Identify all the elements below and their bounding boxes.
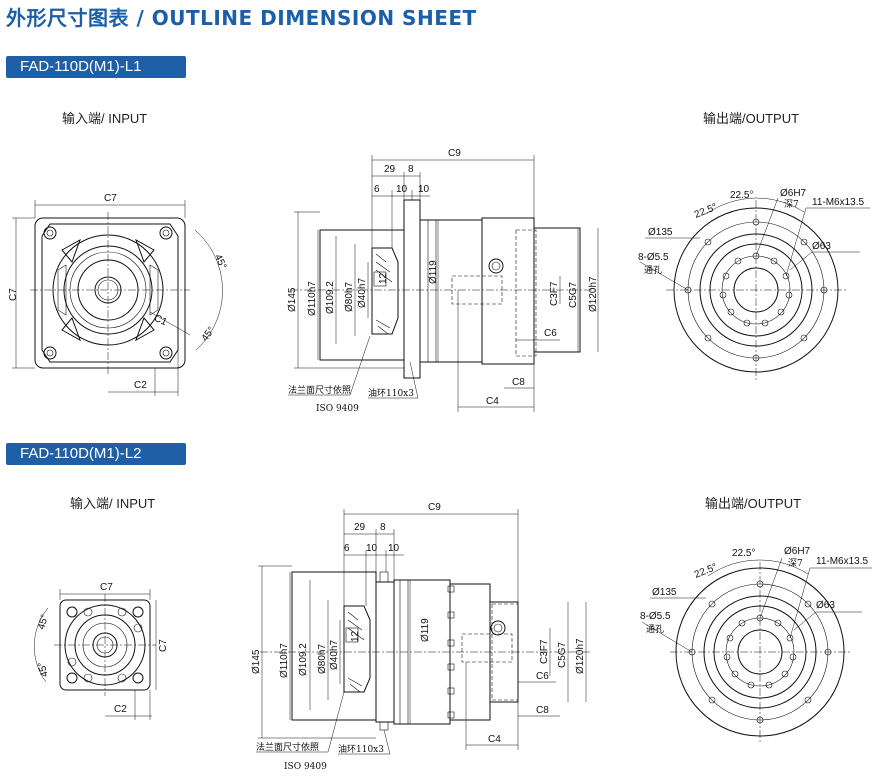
dim-c8-l2: C8 <box>536 705 549 716</box>
dim-d120: Ø120h7 <box>588 276 599 312</box>
dim-c3-l2: C3F7 <box>539 639 550 664</box>
dim-thread: 11-M6x13.5 <box>812 197 865 208</box>
dim-c7-side-l2: C7 <box>158 639 169 652</box>
dim-29-l2: 29 <box>354 522 366 533</box>
dim-pcd63: Ø63 <box>812 241 831 252</box>
note-flange-l2: 法兰面尺寸依照 <box>256 741 319 753</box>
note-through-l2: 通孔 <box>646 624 664 635</box>
output-label-l2: 输出端/OUTPUT <box>705 496 802 511</box>
dim-c1: C1 <box>152 313 169 329</box>
dim-c5-l2: C5G7 <box>557 641 568 668</box>
dim-holes-l2: 8-Ø5.5 <box>640 611 671 622</box>
dim-d145: Ø145 <box>287 287 298 312</box>
dim-d119-l2: Ø119 <box>420 618 431 642</box>
dim-22.5a-l2: 22.5° <box>693 562 719 581</box>
dim-d80: Ø80h7 <box>344 282 355 312</box>
input-label-l1: 输入端/ INPUT <box>62 111 148 126</box>
dim-d119: Ø119 <box>428 260 439 284</box>
dim-12: 12 <box>378 272 389 284</box>
dim-6: 6 <box>374 184 380 195</box>
dim-c7-side: C7 <box>8 288 19 301</box>
page-title: 外形尺寸图表 / OUTLINE DIMENSION SHEET <box>6 6 477 30</box>
dim-c4: C4 <box>486 396 499 407</box>
dim-angle-45a: 45° <box>212 253 228 271</box>
dim-8-l2: 8 <box>380 522 386 533</box>
dim-10b: 10 <box>418 184 430 195</box>
input-view-l1: C7 C7 45° 45° C1 C2 <box>8 193 228 396</box>
dim-holes: 8-Ø5.5 <box>638 252 669 263</box>
input-view-l2: C7 C7 45° 45° C2 <box>33 582 169 720</box>
dim-pcd63-l2: Ø63 <box>816 600 835 611</box>
dim-c7-top-l2: C7 <box>100 582 113 593</box>
dim-22.5b: 22.5° <box>730 190 753 201</box>
note-flange: 法兰面尺寸依照 <box>288 384 351 396</box>
model-badge-l1: FAD-110D(M1)-L1 <box>6 56 186 78</box>
note-iso-l2: ISO 9409 <box>284 762 327 772</box>
note-oil-ring: 油环110x3 <box>368 387 414 399</box>
dim-thread-l2: 11-M6x13.5 <box>816 556 869 567</box>
dim-c2: C2 <box>134 380 147 391</box>
output-view-l2: 22.5° 22.5° Ø135 8-Ø5.5 通孔 Ø6H7 深7 11-M6… <box>640 546 872 742</box>
dim-d110: Ø110h7 <box>307 281 318 316</box>
note-depth7-l2: 深7 <box>788 558 803 569</box>
output-label-l1: 输出端/OUTPUT <box>703 111 800 126</box>
dim-pcd135: Ø135 <box>648 227 673 238</box>
dim-10a: 10 <box>396 184 408 195</box>
dim-10b-l2: 10 <box>388 543 400 554</box>
dim-d145-l2: Ø145 <box>251 649 262 674</box>
note-iso: ISO 9409 <box>316 404 359 414</box>
dim-d109-l2: Ø109.2 <box>298 643 309 676</box>
dim-pcd135-l2: Ø135 <box>652 587 677 598</box>
input-label-l2: 输入端/ INPUT <box>70 496 156 511</box>
dim-c4-l2: C4 <box>488 734 501 745</box>
dim-c2-l2: C2 <box>114 704 127 715</box>
dim-22.5a: 22.5° <box>693 202 719 221</box>
dim-c7-top: C7 <box>104 193 117 204</box>
dim-d40: Ø40h7 <box>357 278 368 308</box>
dim-c3: C3F7 <box>549 281 560 306</box>
dim-c6: C6 <box>544 328 557 339</box>
dim-d6h7: Ø6H7 <box>780 188 807 199</box>
dim-d40-l2: Ø40h7 <box>329 640 340 670</box>
dim-6-l2: 6 <box>344 543 350 554</box>
dim-8: 8 <box>408 164 414 175</box>
dim-c8: C8 <box>512 377 525 388</box>
note-oil-ring-l2: 油环110x3 <box>338 743 384 755</box>
side-view-l1: C9 29 8 6 10 10 Ø145 Ø110h7 Ø109.2 Ø80h7… <box>287 148 599 414</box>
dim-c6-l2: C6 <box>536 671 549 682</box>
dim-22.5b-l2: 22.5° <box>732 548 755 559</box>
dim-10a-l2: 10 <box>366 543 378 554</box>
note-through: 通孔 <box>644 265 662 276</box>
dim-d110-l2: Ø110h7 <box>279 643 290 678</box>
dim-d120-l2: Ø120h7 <box>575 638 586 674</box>
model-badge-l2: FAD-110D(M1)-L2 <box>6 443 186 465</box>
dim-d6h7-l2: Ø6H7 <box>784 546 811 557</box>
dim-c9: C9 <box>448 148 461 159</box>
dim-d109: Ø109.2 <box>325 281 336 314</box>
dim-c9-l2: C9 <box>428 502 441 513</box>
dim-angle-45b-l2: 45° <box>36 661 51 678</box>
note-depth7: 深7 <box>784 199 799 210</box>
dim-29: 29 <box>384 164 396 175</box>
dim-d80-l2: Ø80h7 <box>317 644 328 674</box>
dim-12-l2: 12 <box>350 630 361 642</box>
dim-angle-45b: 45° <box>200 325 218 344</box>
dim-angle-45a-l2: 45° <box>36 613 51 630</box>
side-view-l2: C9 29 8 6 10 10 Ø145 Ø110h7 Ø109.2 Ø80h7… <box>251 502 590 772</box>
dim-c5: C5G7 <box>568 281 579 308</box>
output-view-l1: 22.5° 22.5° Ø135 8-Ø5.5 通孔 Ø6H7 深7 11-M6… <box>638 188 870 380</box>
